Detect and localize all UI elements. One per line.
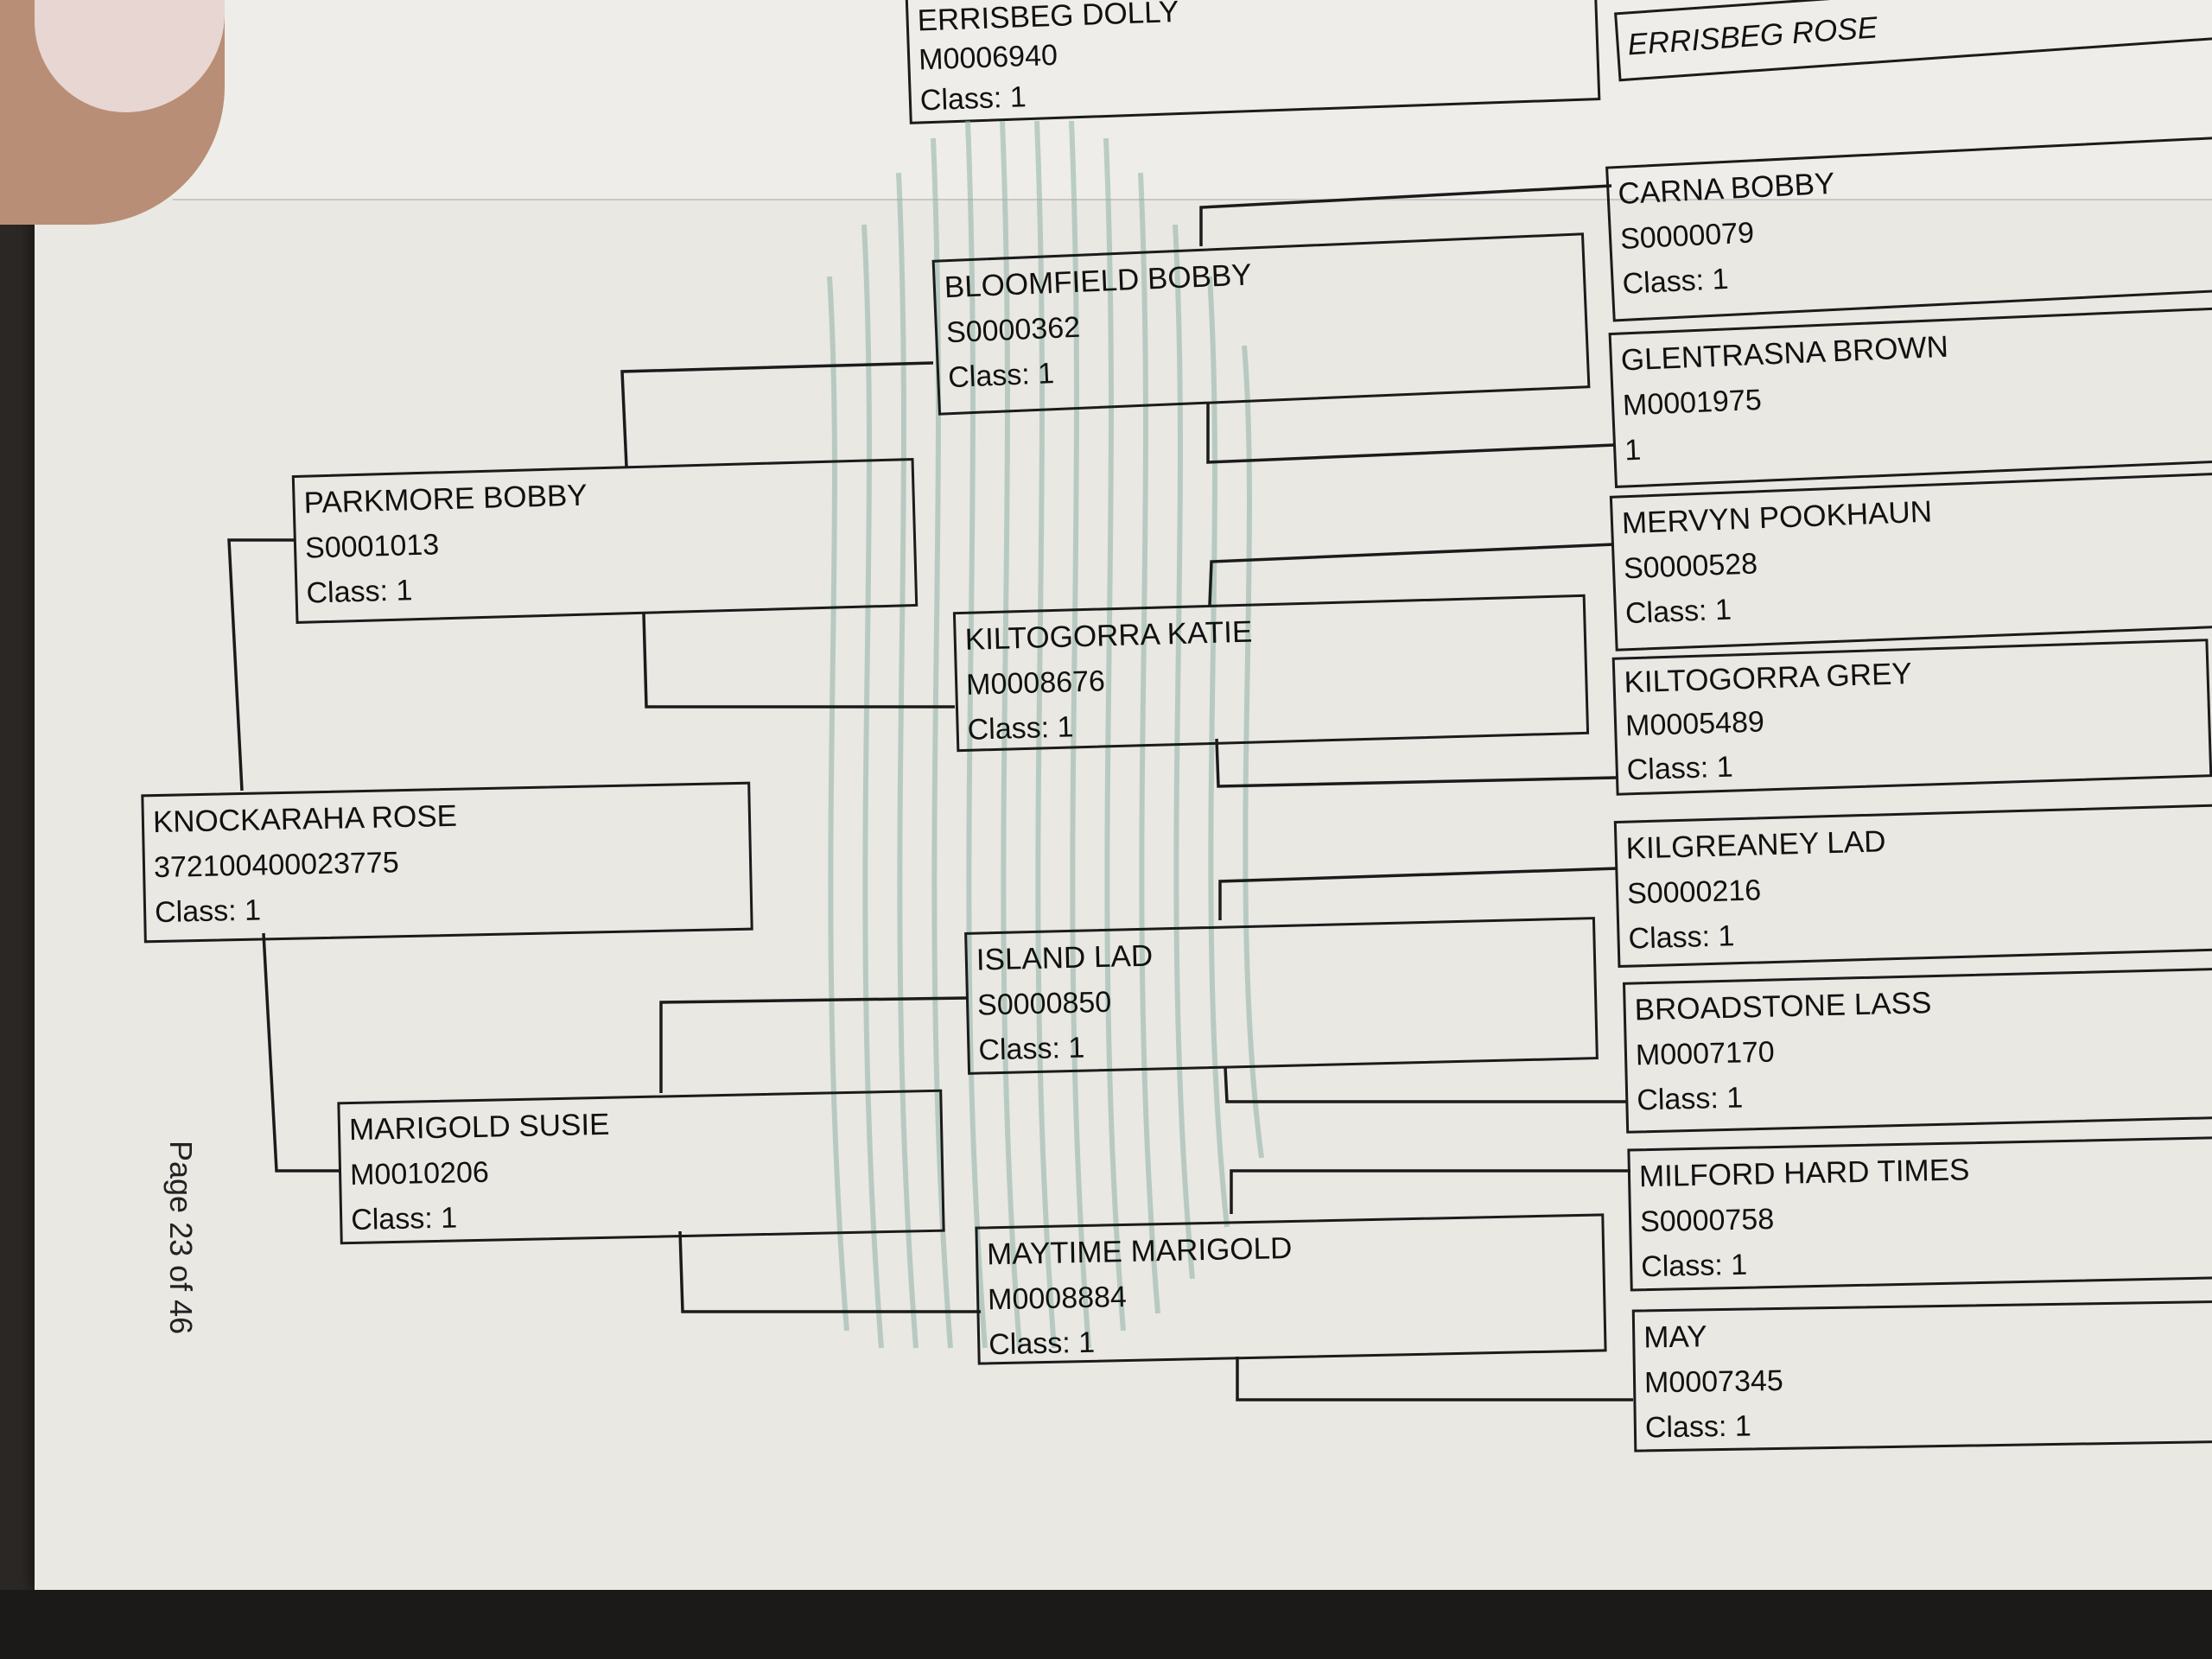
pedigree-box-ggp-7: MILFORD HARD TIMES S0000758 Class: 1 xyxy=(1627,1135,2212,1292)
pedigree-box-dam-dam: MAYTIME MARIGOLD M0008884 Class: 1 xyxy=(975,1213,1607,1365)
horse-class: Class: 1 xyxy=(1644,1409,1752,1445)
table-surface xyxy=(0,1590,2212,1659)
watermark-graphic xyxy=(827,121,1264,1349)
pedigree-box-ggp-2: GLENTRASNA BROWN M0001975 1 xyxy=(1608,307,2212,488)
pedigree-box-ggp-4: KILTOGORRA GREY M0005489 Class: 1 xyxy=(1611,639,2212,796)
pedigree-box-dam-sire: ISLAND LAD S0000850 Class: 1 xyxy=(964,917,1599,1075)
pedigree-box-dam: MARIGOLD SUSIE M0010206 Class: 1 xyxy=(337,1089,945,1245)
pedigree-sheet xyxy=(35,156,2212,1590)
page-number: Page 23 of 46 xyxy=(163,1141,199,1335)
pedigree-box-sire-sire: BLOOMFIELD BOBBY S0000362 Class: 1 xyxy=(931,232,1591,416)
pedigree-box-ggp-5: KILGREANEY LAD S0000216 Class: 1 xyxy=(1613,803,2212,969)
pedigree-box-ggp-8: MAY M0007345 Class: 1 xyxy=(1631,1300,2212,1452)
pedigree-box-sire-dam: KILTOGORRA KATIE M0008676 Class: 1 xyxy=(952,594,1590,753)
pedigree-box-sire: PARKMORE BOBBY S0001013 Class: 1 xyxy=(291,457,918,625)
pedigree-box-subject: KNOCKARAHA ROSE 372100400023775 Class: 1 xyxy=(141,781,753,944)
pedigree-box-ggp-6: BROADSTONE LASS M0007170 Class: 1 xyxy=(1622,967,2212,1134)
pedigree-box-ggp-3: MERVYN POOKHAUN S0000528 Class: 1 xyxy=(1609,472,2212,652)
previous-page-sheet xyxy=(173,0,2212,200)
pedigree-box-ggp-1: CARNA BOBBY S0000079 Class: 1 xyxy=(1605,136,2212,322)
